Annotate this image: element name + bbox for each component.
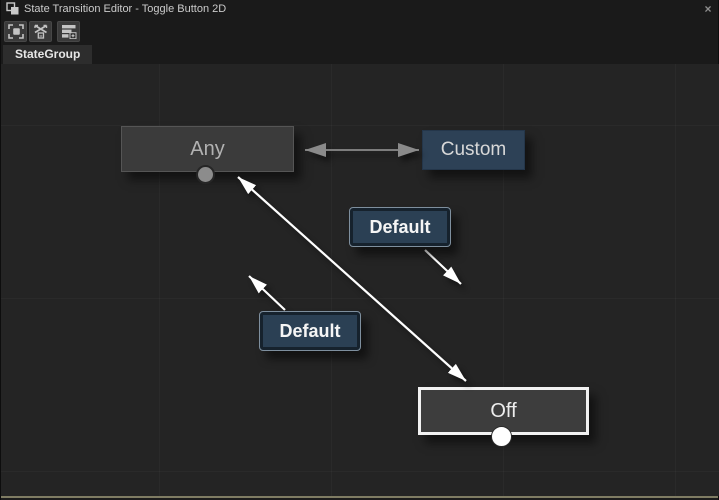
transition-badge-default-1[interactable]: Default <box>349 207 451 247</box>
state-node-label: Any <box>190 137 225 160</box>
grid-line <box>331 64 332 496</box>
transition-default-to-any[interactable] <box>248 275 286 311</box>
state-node-custom[interactable]: Custom <box>422 130 525 170</box>
grid-line <box>675 64 676 496</box>
window-bottom-edge <box>1 496 718 500</box>
fit-to-view-button[interactable] <box>4 20 27 42</box>
auto-arrange-icon <box>33 24 47 39</box>
window-app-icon <box>6 2 19 15</box>
title-bar[interactable]: State Transition Editor - Toggle Button … <box>1 0 718 18</box>
tab-stategroup[interactable]: StateGroup <box>3 45 93 64</box>
connection-handle-any[interactable] <box>196 165 215 184</box>
transition-badge-label: Default <box>279 320 341 341</box>
window-title: State Transition Editor - Toggle Button … <box>24 3 227 15</box>
auto-arrange-button[interactable] <box>29 20 52 42</box>
grid-line <box>1 125 719 126</box>
fit-to-view-icon <box>7 23 24 39</box>
transition-default-to-off[interactable] <box>424 249 462 285</box>
transition-any-off[interactable] <box>237 176 467 382</box>
transition-badge-label: Default <box>369 216 431 237</box>
close-icon[interactable]: × <box>704 2 712 16</box>
connection-handle-off[interactable] <box>491 426 512 447</box>
state-node-label: Off <box>490 399 517 422</box>
state-node-any[interactable]: Any <box>121 126 294 172</box>
toolbar <box>1 18 718 44</box>
tab-bar: StateGroup <box>1 44 718 64</box>
add-state-icon <box>61 24 76 39</box>
state-node-label: Custom <box>440 139 507 160</box>
add-state-button[interactable] <box>57 20 80 42</box>
grid-line <box>1 471 719 472</box>
state-graph-canvas[interactable]: Any Custom Off Default <box>1 64 719 496</box>
transition-badge-default-2[interactable]: Default <box>259 311 361 351</box>
grid-line <box>1 298 719 299</box>
transition-edges <box>237 143 467 382</box>
